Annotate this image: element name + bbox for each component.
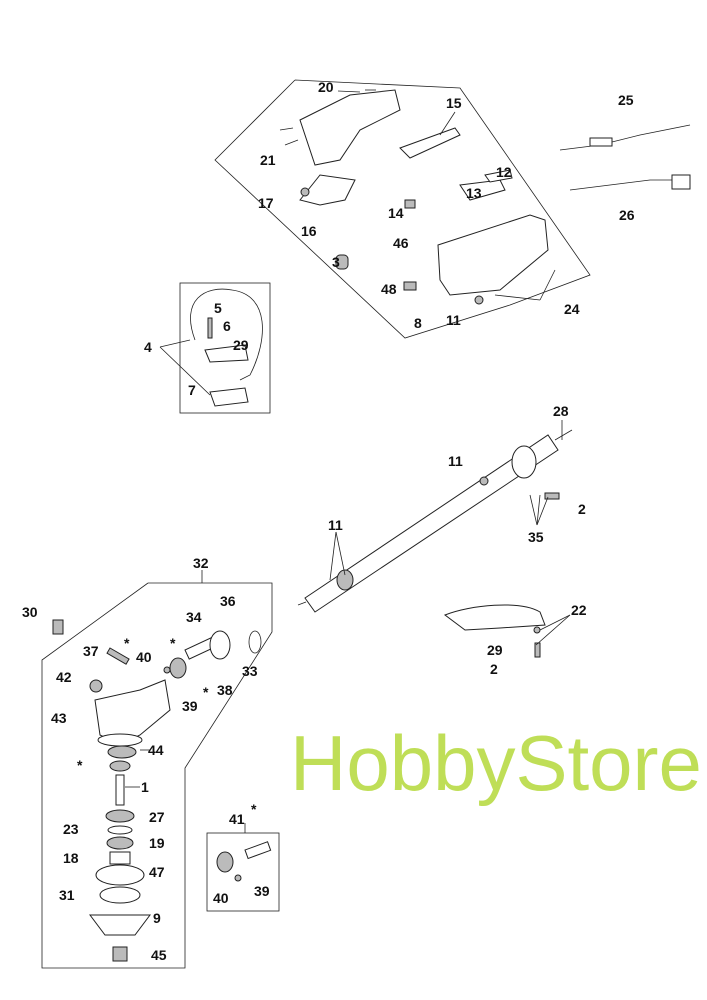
label-46: 46 (393, 235, 409, 251)
drive-shaft-tube (297, 429, 573, 613)
label-2: 2 (490, 661, 498, 677)
label-30: 30 (22, 604, 38, 620)
label-11: 11 (328, 517, 343, 533)
label-11: 11 (446, 312, 461, 328)
label-29: 29 (233, 337, 249, 353)
label-15: 15 (446, 95, 462, 111)
throttle-handle (279, 89, 549, 305)
label-18: 18 (63, 850, 79, 866)
label-35: 35 (528, 529, 544, 545)
label-14: 14 (388, 205, 404, 221)
gear-kit-outline (206, 832, 280, 912)
loop-handle (190, 288, 263, 407)
label-29: 29 (487, 642, 503, 658)
asterisk-mark: * (170, 635, 176, 651)
label-17: 17 (258, 195, 274, 211)
label-20: 20 (318, 79, 334, 95)
leader-lines (125, 90, 571, 833)
label-1: 1 (141, 779, 149, 795)
label-27: 27 (149, 809, 165, 825)
label-8: 8 (414, 315, 422, 331)
gearhead-parts (52, 619, 272, 962)
label-43: 43 (51, 710, 67, 726)
label-39: 39 (254, 883, 270, 899)
label-4: 4 (144, 339, 152, 355)
label-7: 7 (188, 382, 196, 398)
label-9: 9 (153, 910, 161, 926)
label-39: 39 (182, 698, 198, 714)
label-47: 47 (149, 864, 165, 880)
label-3: 3 (332, 254, 340, 270)
asterisk-mark: * (203, 684, 209, 700)
barrier-guard (443, 604, 546, 658)
asterisk-mark: * (251, 801, 257, 817)
label-23: 23 (63, 821, 79, 837)
asterisk-mark: * (77, 757, 83, 773)
label-42: 42 (56, 669, 72, 685)
label-12: 12 (496, 164, 512, 180)
label-11: 11 (448, 453, 463, 469)
label-22: 22 (571, 602, 587, 618)
handle-group-outline (214, 79, 591, 339)
label-34: 34 (186, 609, 202, 625)
label-21: 21 (260, 152, 276, 168)
label-40: 40 (213, 890, 229, 906)
label-28: 28 (553, 403, 569, 419)
label-48: 48 (381, 281, 397, 297)
label-6: 6 (223, 318, 231, 334)
label-26: 26 (619, 207, 635, 223)
label-41: 41 (229, 811, 245, 827)
label-44: 44 (148, 742, 164, 758)
label-5: 5 (214, 300, 222, 316)
asterisk-mark: * (124, 635, 130, 651)
watermark: HobbyStore.it (290, 719, 707, 807)
gearhead-group-outline (41, 582, 273, 969)
loop-handle-group-outline (179, 282, 271, 414)
label-2: 2 (578, 501, 586, 517)
label-16: 16 (301, 223, 317, 239)
label-24: 24 (564, 301, 580, 317)
label-40: 40 (136, 649, 152, 665)
label-37: 37 (83, 643, 99, 659)
label-36: 36 (220, 593, 236, 609)
label-38: 38 (217, 682, 233, 698)
label-45: 45 (151, 947, 167, 963)
label-13: 13 (466, 185, 482, 201)
label-25: 25 (618, 92, 634, 108)
cables (559, 124, 691, 191)
label-32: 32 (193, 555, 209, 571)
label-19: 19 (149, 835, 165, 851)
label-31: 31 (59, 887, 75, 903)
label-33: 33 (242, 663, 258, 679)
part-labels: 20 15 21 12 13 17 14 16 46 3 48 8 11 24 … (22, 79, 635, 963)
